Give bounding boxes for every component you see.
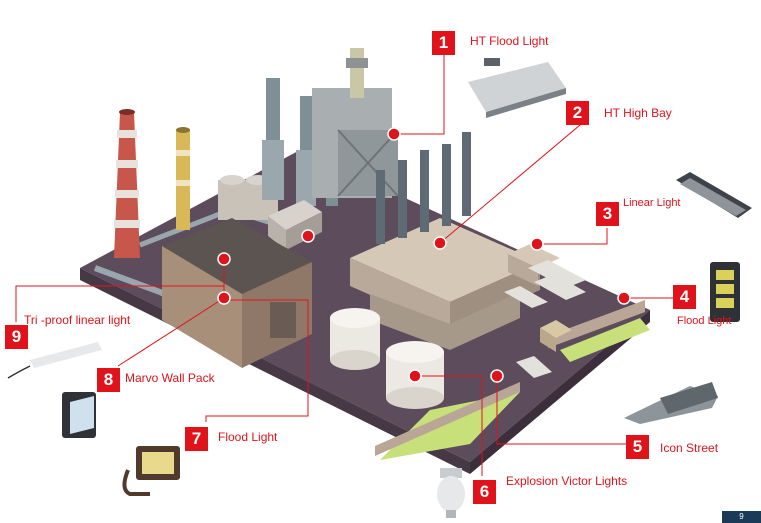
flood-light-product-right — [710, 262, 740, 322]
lawn-strip-right — [560, 318, 650, 362]
marker-dot-2 — [433, 236, 447, 250]
marvo-wall-pack-product — [62, 392, 96, 438]
callout-3-label: Linear Light — [623, 197, 681, 209]
left-hall — [162, 218, 312, 368]
leader-8 — [117, 297, 225, 367]
red-chimney — [114, 109, 140, 258]
marker-dot-5 — [490, 369, 504, 383]
callout-8-number: 8 — [97, 368, 120, 392]
callout-5-label: Icon Street — [660, 441, 719, 455]
ht-flood-light-product — [468, 58, 566, 118]
callout-3-number: 3 — [596, 202, 619, 226]
white-tank-front — [386, 341, 444, 409]
marker-dot-8 — [217, 291, 231, 305]
marker-dot-3 — [530, 237, 544, 251]
ground-edge-right — [470, 310, 650, 474]
callout-6-label: Explosion Victor Lights — [506, 474, 628, 488]
trucks — [504, 260, 586, 378]
warehouse — [350, 132, 540, 350]
yellow-chimney — [176, 127, 190, 230]
callout-1-number: 1 — [432, 31, 455, 55]
callout-7-number: 7 — [185, 427, 208, 451]
leader-5 — [496, 376, 626, 445]
callout-6-number: 6 — [473, 480, 496, 504]
marker-dot-7 — [217, 252, 231, 266]
marker-dot-extra — [301, 229, 315, 243]
power-block — [312, 48, 399, 198]
leader-2 — [439, 108, 581, 244]
icon-street-product — [624, 382, 718, 424]
callout-4-label: Flood Light — [677, 315, 732, 327]
tri-proof-linear-light-product — [7, 342, 102, 379]
callout-5-number: 5 — [626, 435, 649, 459]
lawn-strip-front — [380, 392, 520, 460]
tower-left — [262, 78, 284, 200]
fence-right — [548, 300, 645, 348]
marker-dots — [217, 127, 631, 383]
callout-9-label: Tri -proof linear light — [24, 313, 131, 327]
fence-front — [375, 382, 520, 456]
leader-1 — [394, 54, 445, 135]
flood-light-product-left — [122, 446, 180, 496]
callout-2-number: 2 — [566, 101, 589, 125]
marker-dot-4 — [617, 291, 631, 305]
callout-7-label: Flood Light — [218, 430, 278, 444]
callout-2-label: HT High Bay — [604, 106, 672, 120]
page-number: 9 — [722, 511, 761, 523]
leader-6 — [415, 375, 483, 476]
marker-dot-6 — [408, 369, 422, 383]
leader-3 — [537, 228, 608, 245]
white-tank-back — [330, 308, 380, 370]
callout-4-number: 4 — [673, 285, 696, 309]
marker-dot-1 — [387, 127, 401, 141]
callout-1-label: HT Flood Light — [470, 34, 549, 48]
linear-light-product — [676, 172, 752, 218]
callout-8-label: Marvo Wall Pack — [125, 371, 215, 385]
callout-9-number: 9 — [5, 325, 28, 349]
guard-booth — [540, 320, 572, 352]
explosion-victor-light-product — [437, 468, 465, 518]
